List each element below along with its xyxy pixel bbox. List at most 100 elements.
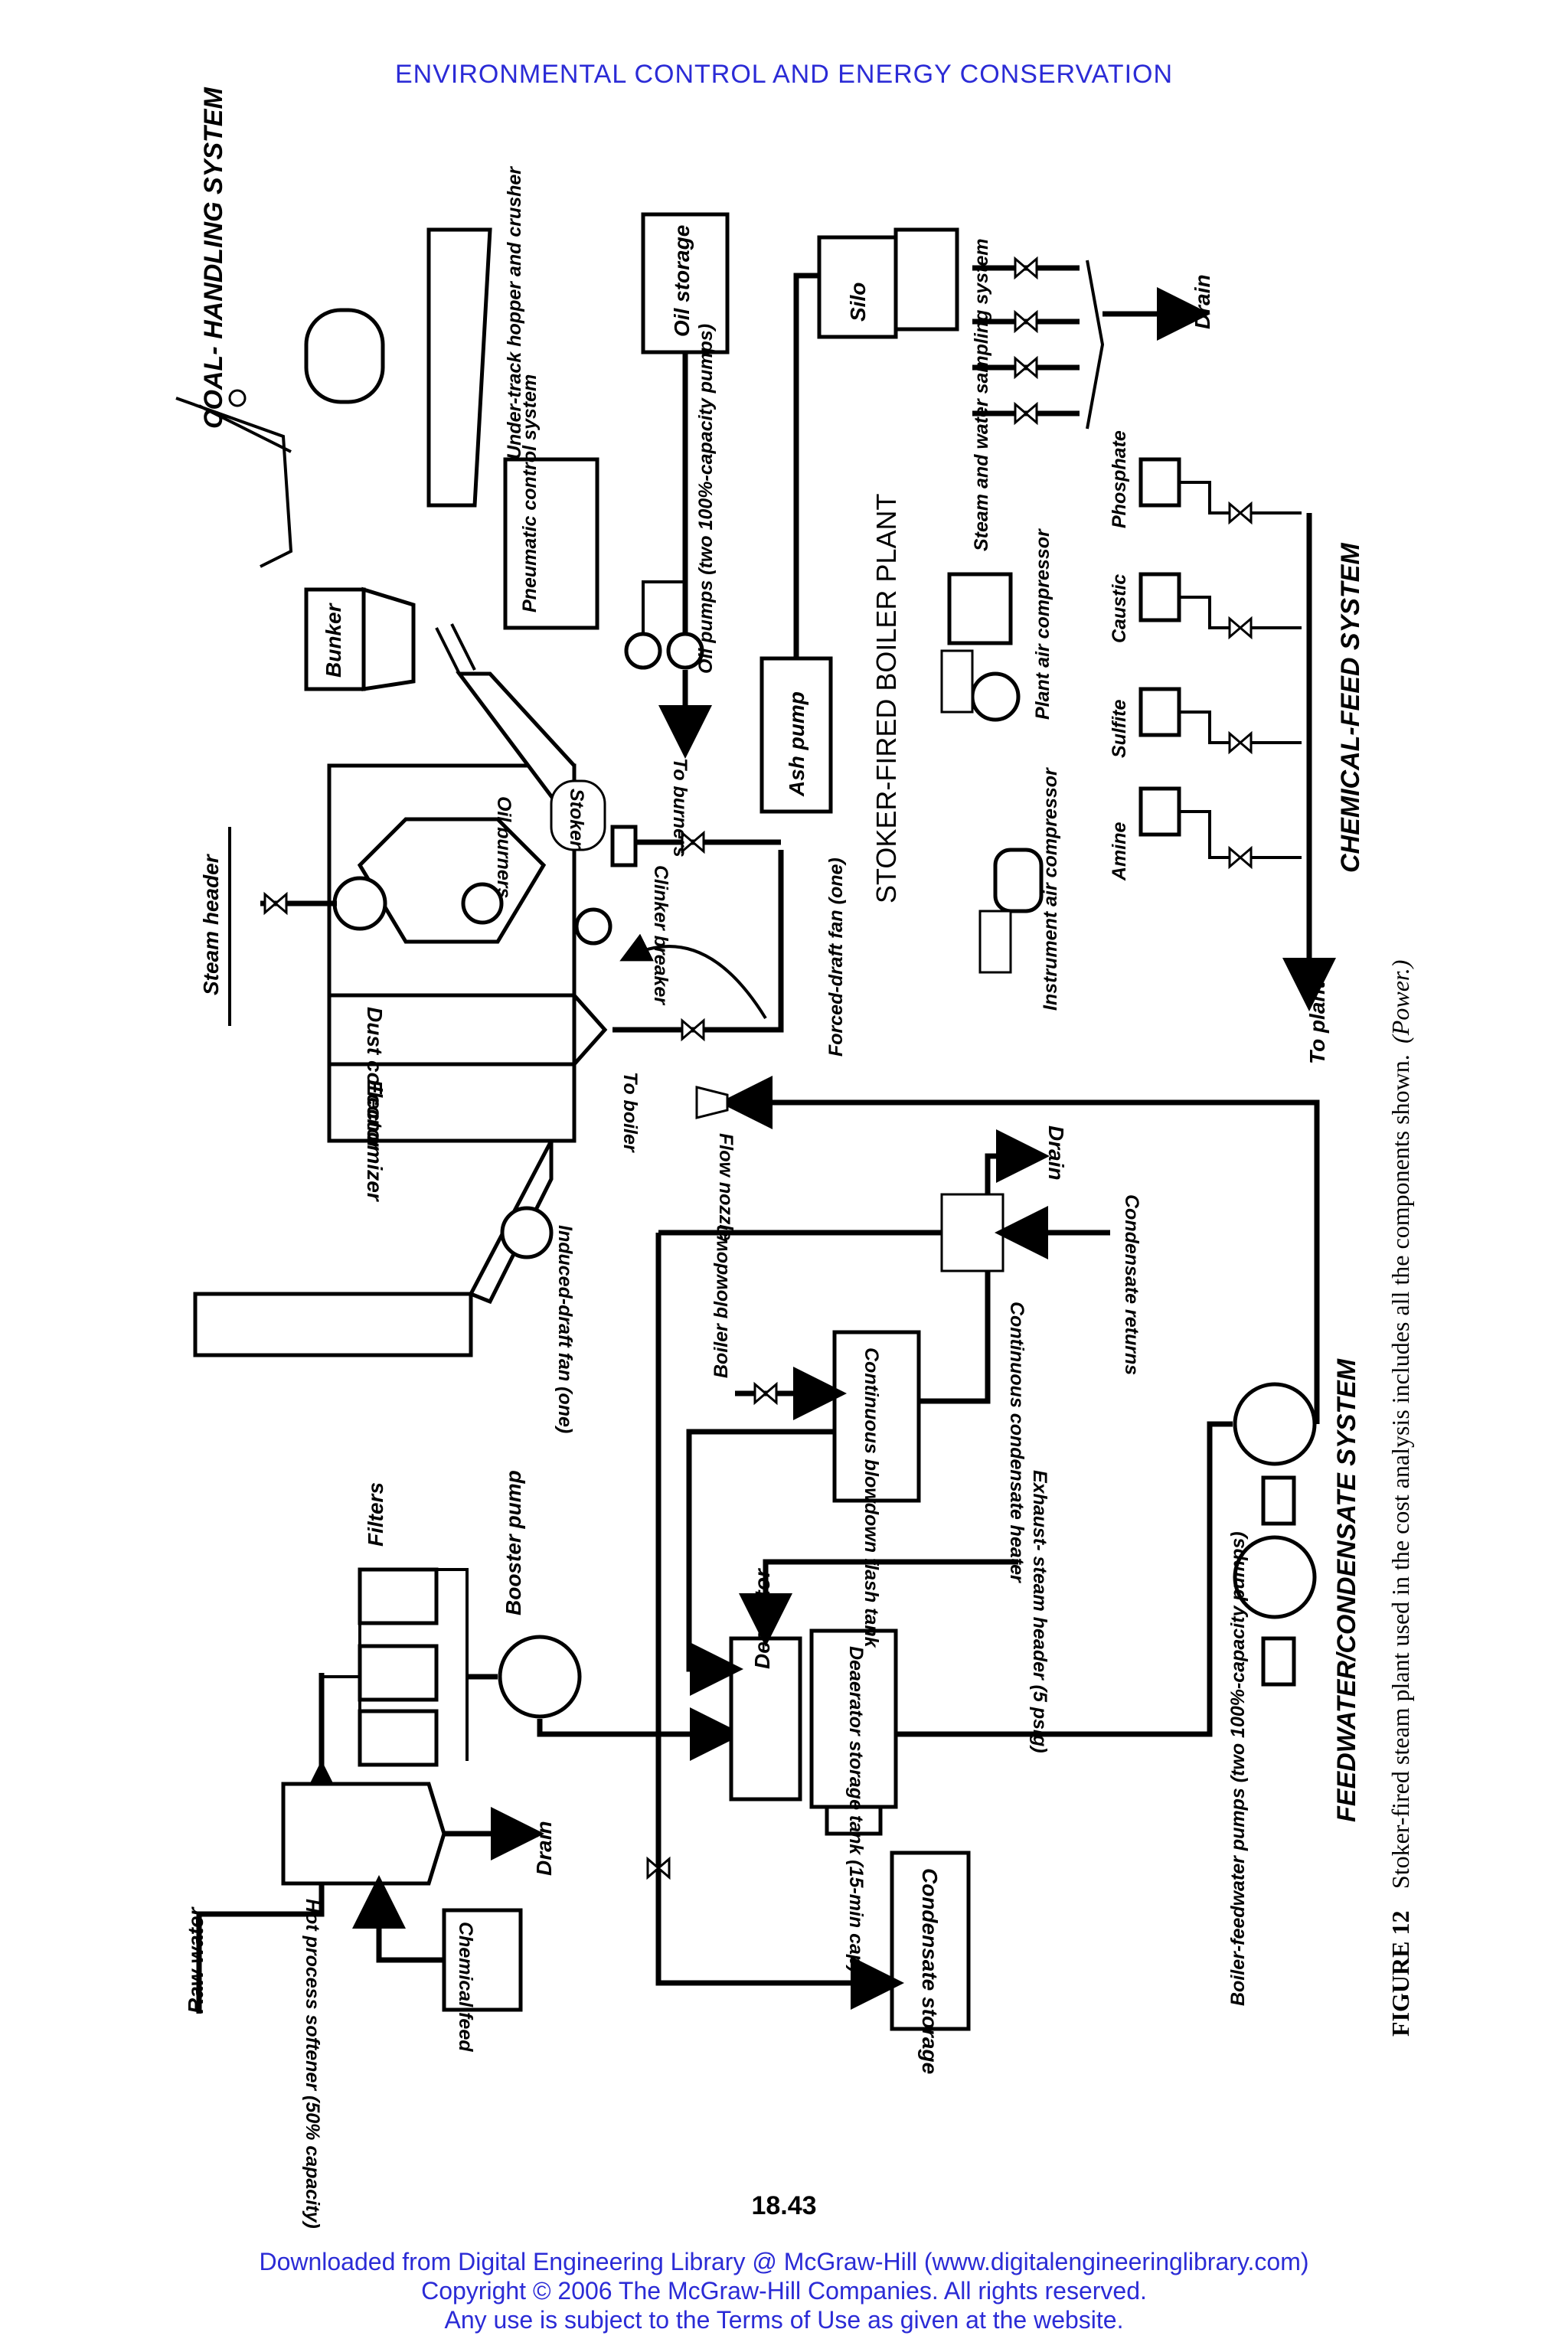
coal-conveyor (175, 397, 293, 568)
label-condensate-heater: Continuous condensate heater (1006, 1302, 1027, 1583)
auxiliary-systems (940, 257, 1336, 1011)
label-oil-storage: Oil storage (670, 225, 694, 337)
label-silo: Silo (846, 283, 870, 322)
instrument-air-tank (993, 848, 1044, 913)
filter-1 (358, 1567, 439, 1625)
footer-download-link[interactable]: Downloaded from Digital Engineering Libr… (259, 2248, 1309, 2275)
plant-air-motor (970, 671, 1021, 722)
oil-pump-1 (624, 632, 662, 670)
phosphate-line (1179, 481, 1302, 514)
section-feedwater: FEEDWATER/CONDENSATE SYSTEM (1332, 1358, 1361, 1822)
label-coal-handling: COAL- HANDLING SYSTEM (199, 87, 228, 429)
ash-line (612, 850, 784, 1033)
phosphate-tank (1138, 457, 1181, 508)
label-clinker-breaker: Clinker breaker (650, 865, 671, 1005)
dust-collector-box (327, 993, 577, 1067)
fuel-systems (175, 212, 959, 759)
booster-pump (498, 1635, 582, 1719)
label-condensate-storage: Condensate storage (918, 1868, 942, 2074)
heater-drain-line (985, 1129, 1050, 1194)
flash-to-heater-line (919, 1271, 991, 1404)
economizer-box (327, 1062, 577, 1143)
label-oil-burners: Oil burners (493, 796, 514, 898)
bunker-hopper (361, 586, 416, 691)
booster-to-deaerator-line (537, 1707, 743, 1761)
label-drain-softener: Drain (532, 1821, 556, 1876)
exhaust-steam-line (739, 1559, 1018, 1647)
label-exhaust-steam-header: Exhaust- steam header (5 psig) (1029, 1470, 1050, 1753)
steam-drum (332, 876, 387, 931)
sampling-valve-3 (1014, 357, 1038, 378)
filter-outlet-manifold (436, 1568, 469, 1761)
label-steam-header: Steam header (199, 853, 223, 995)
label-forced-draft-fan: Forced-draft fan (one) (825, 858, 847, 1057)
label-sulfite: Sulfite (1109, 700, 1130, 758)
label-stoker: Stoker (566, 789, 587, 849)
stack (193, 1292, 473, 1357)
condensate-storage-line (655, 1233, 904, 2010)
footer-terms: Any use is subject to the Terms of Use a… (444, 2306, 1124, 2334)
steam-header-valve (263, 893, 288, 914)
sampling-valve-4 (1014, 403, 1038, 424)
label-under-track-hopper: Under-track hopper and crusher (504, 166, 525, 459)
label-ash-pump: Ash pump (785, 691, 808, 797)
induced-draft-fan (500, 1206, 554, 1259)
label-plant-air-compressor: Plant air compressor (1032, 528, 1054, 720)
label-amine: Amine (1109, 822, 1130, 882)
filter-2 (358, 1644, 439, 1702)
silo-box (817, 235, 898, 339)
label-filters: Filters (364, 1482, 387, 1547)
label-bfp: Boiler-feedwater pumps (two 100%-capacit… (1227, 1531, 1249, 2006)
figure-caption: FIGURE 12 Stoker-fired steam plant used … (1387, 960, 1414, 2037)
under-track-hopper (426, 227, 492, 508)
label-pneumatic-control: Pneumatic control system (519, 374, 541, 612)
bfp-2-motor (1261, 1475, 1296, 1526)
filter-manifold (322, 1570, 361, 1761)
caustic-line (1179, 596, 1302, 629)
label-deaerator: Deaerator (750, 1567, 774, 1669)
ash-pump-box (760, 656, 833, 814)
label-caustic: Caustic (1109, 574, 1130, 643)
blowdown-valve (753, 1383, 778, 1404)
label-blowdown-tank: Continuous blowdown flash tank (861, 1348, 882, 1648)
caustic-valve (1228, 617, 1253, 639)
silo-equipment (893, 227, 959, 332)
clinker-breaker-box (610, 825, 638, 867)
label-deaerator-storage: Deaerator storage tank (15-min cap) (845, 1646, 867, 1973)
label-to-plant: To plant (1305, 980, 1329, 1064)
label-bunker: Bunker (322, 602, 345, 678)
sampling-valve-2 (1014, 311, 1038, 332)
label-instrument-air-compressor: Instrument air compressor (1040, 767, 1061, 1011)
section-stoker-plant: STOKER-FIRED BOILER PLANT (871, 494, 902, 903)
sulfite-line (1179, 710, 1302, 744)
label-to-boiler: To boiler (619, 1072, 641, 1153)
label-boiler-blowdown: Boiler blowdown (710, 1225, 732, 1378)
sulfite-valve (1228, 732, 1253, 753)
mud-drum (461, 882, 504, 925)
amine-tank (1138, 786, 1181, 837)
caption-text: Stoker-fired steam plant used in the cos… (1387, 1054, 1414, 1889)
label-oil-pumps: Oil pumps (two 100%-capacity pumps) (695, 324, 717, 674)
label-drain-sampling: Drain (1191, 274, 1214, 329)
label-booster-pump: Booster pump (501, 1470, 525, 1615)
coal-railcar (304, 308, 385, 404)
ash-valve-1 (681, 1019, 705, 1040)
bfp-1 (1233, 1535, 1317, 1619)
amine-valve (1228, 847, 1253, 868)
fd-fan-arrow (619, 933, 767, 1020)
running-header: ENVIRONMENTAL CONTROL AND ENERGY CONSERV… (394, 60, 1174, 89)
ash-to-silo-line (793, 273, 819, 658)
label-economizer: Economizer (363, 1080, 387, 1203)
diagram-labels: Raw water Hot process softener (50% capa… (184, 87, 1365, 2229)
section-chemical-feed: CHEMICAL-FEED SYSTEM (1336, 543, 1365, 873)
label-to-burners: To burners (669, 758, 691, 858)
phosphate-valve (1228, 502, 1253, 524)
condensate-heater (940, 1193, 1004, 1272)
feedwater-to-boiler-line (719, 1076, 1320, 1424)
stoker-bubble (550, 779, 606, 851)
page-number: 18.43 (751, 2191, 817, 2220)
label-dust-collector: Dust collector (363, 1007, 387, 1152)
label-steam-water-sampling: Steam and water sampling system (971, 239, 992, 551)
coal-chute (456, 671, 577, 833)
